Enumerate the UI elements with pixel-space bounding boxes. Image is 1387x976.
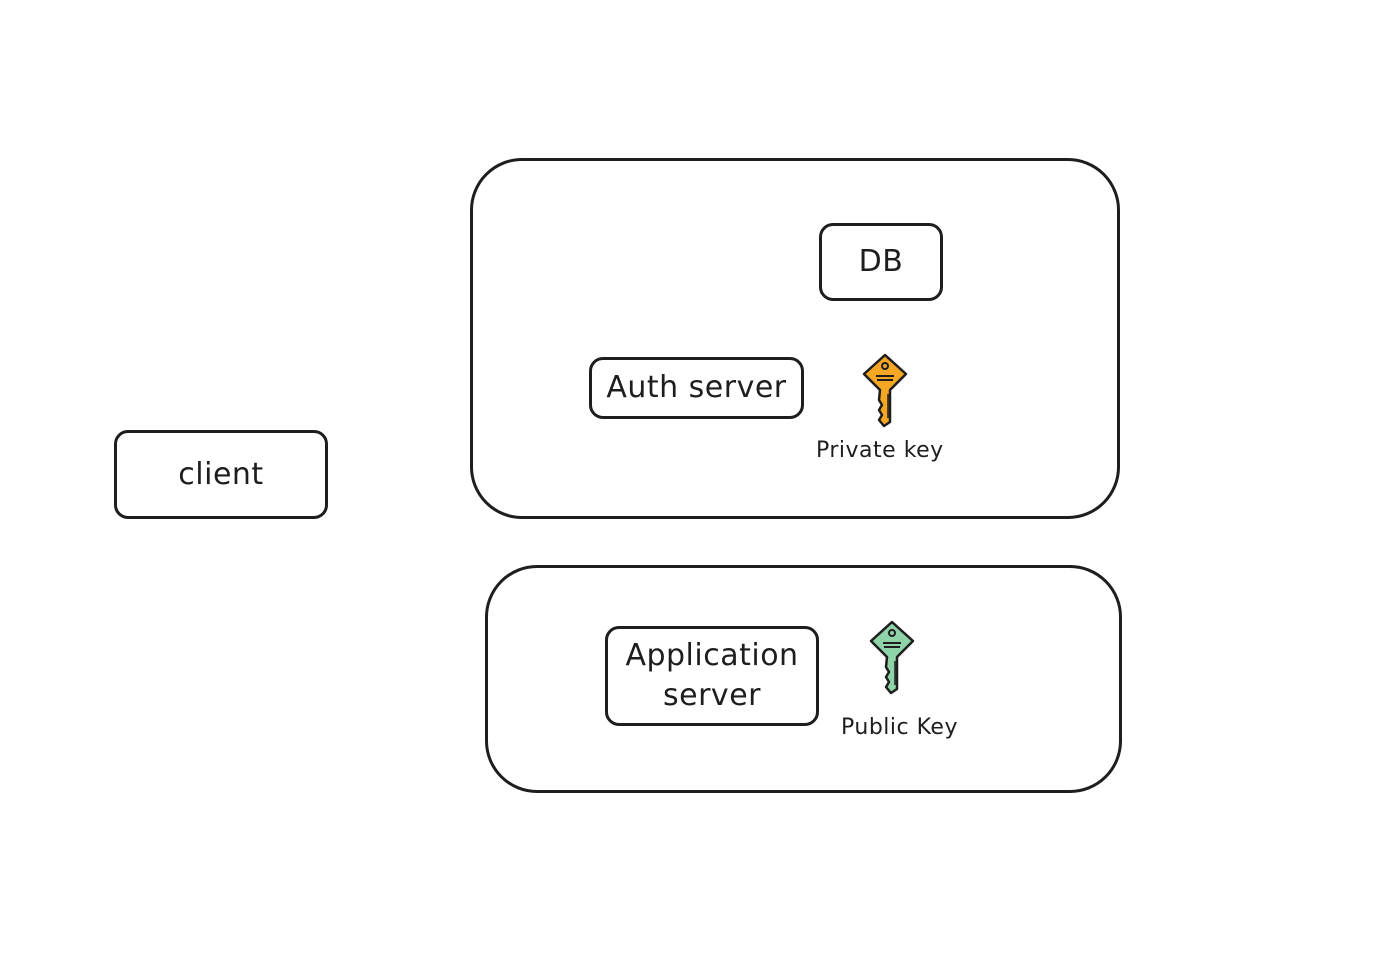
private-key-label: Private key bbox=[816, 438, 944, 463]
auth-server-label: Auth server bbox=[606, 370, 787, 405]
auth-server-node: Auth server bbox=[589, 357, 804, 419]
application-group-container bbox=[485, 565, 1122, 793]
auth-group-container bbox=[470, 158, 1120, 519]
client-label: client bbox=[178, 456, 264, 492]
db-label: DB bbox=[858, 244, 904, 279]
public-key-label: Public Key bbox=[841, 715, 958, 740]
public-key-icon bbox=[869, 620, 915, 695]
db-node: DB bbox=[819, 223, 943, 301]
private-key-icon bbox=[862, 353, 908, 428]
application-server-label-line2: server bbox=[663, 678, 761, 713]
application-server-node: Application server bbox=[605, 626, 819, 726]
client-node: client bbox=[114, 430, 328, 519]
application-server-label-line1: Application bbox=[625, 638, 799, 673]
